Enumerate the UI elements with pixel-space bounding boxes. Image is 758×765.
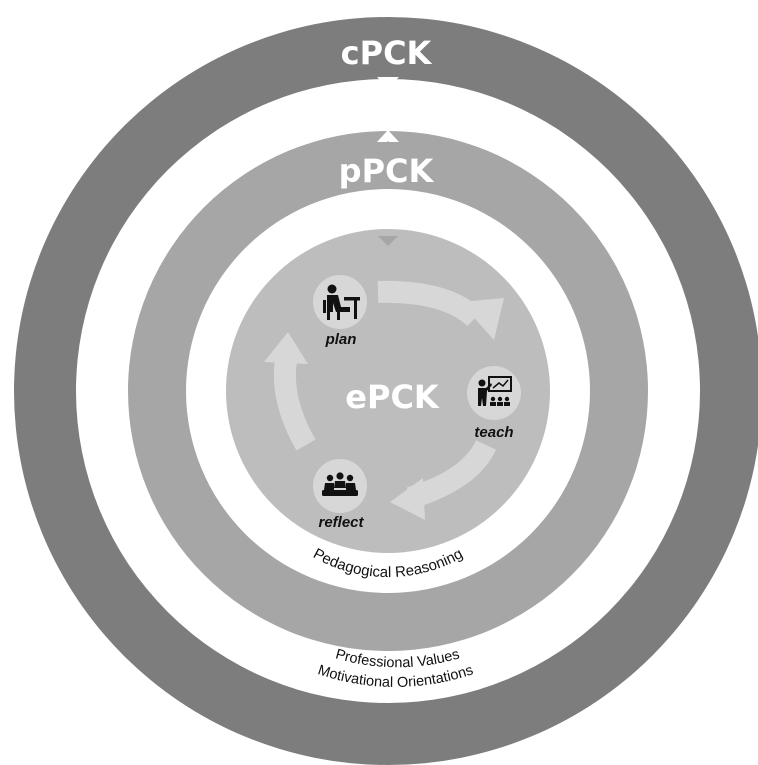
step-reflect: reflect xyxy=(313,459,367,531)
cycle-arrow-plan-to-teach xyxy=(377,280,483,327)
arrowhead-teach-to-reflect xyxy=(390,478,425,520)
step-plan: plan xyxy=(313,275,367,348)
cycle-arrow-reflect-to-plan xyxy=(273,358,316,451)
arrowhead-reflect-to-plan xyxy=(264,332,308,364)
connector-arrow-upper xyxy=(377,130,399,142)
epck-label: ePCK xyxy=(345,378,440,416)
teacher-at-board-icon xyxy=(478,376,512,406)
step-teach-badge xyxy=(467,366,521,420)
cpck-label: cPCK xyxy=(341,34,433,72)
arrowhead-plan-to-teach xyxy=(460,298,504,340)
connector-arrow-top xyxy=(377,77,399,88)
step-reflect-label: reflect xyxy=(318,514,364,531)
person-at-desk-icon xyxy=(323,284,360,320)
ppck-label: pPCK xyxy=(339,152,435,190)
connector-arrow-bottom xyxy=(378,236,398,246)
connector-arrow-mid xyxy=(377,141,399,151)
step-teach: teach xyxy=(467,366,521,441)
step-teach-label: teach xyxy=(474,424,513,441)
connector-arrow-lower xyxy=(377,191,399,202)
step-plan-label: plan xyxy=(325,331,357,348)
group-discussion-icon xyxy=(322,472,358,496)
step-plan-badge xyxy=(313,275,367,329)
